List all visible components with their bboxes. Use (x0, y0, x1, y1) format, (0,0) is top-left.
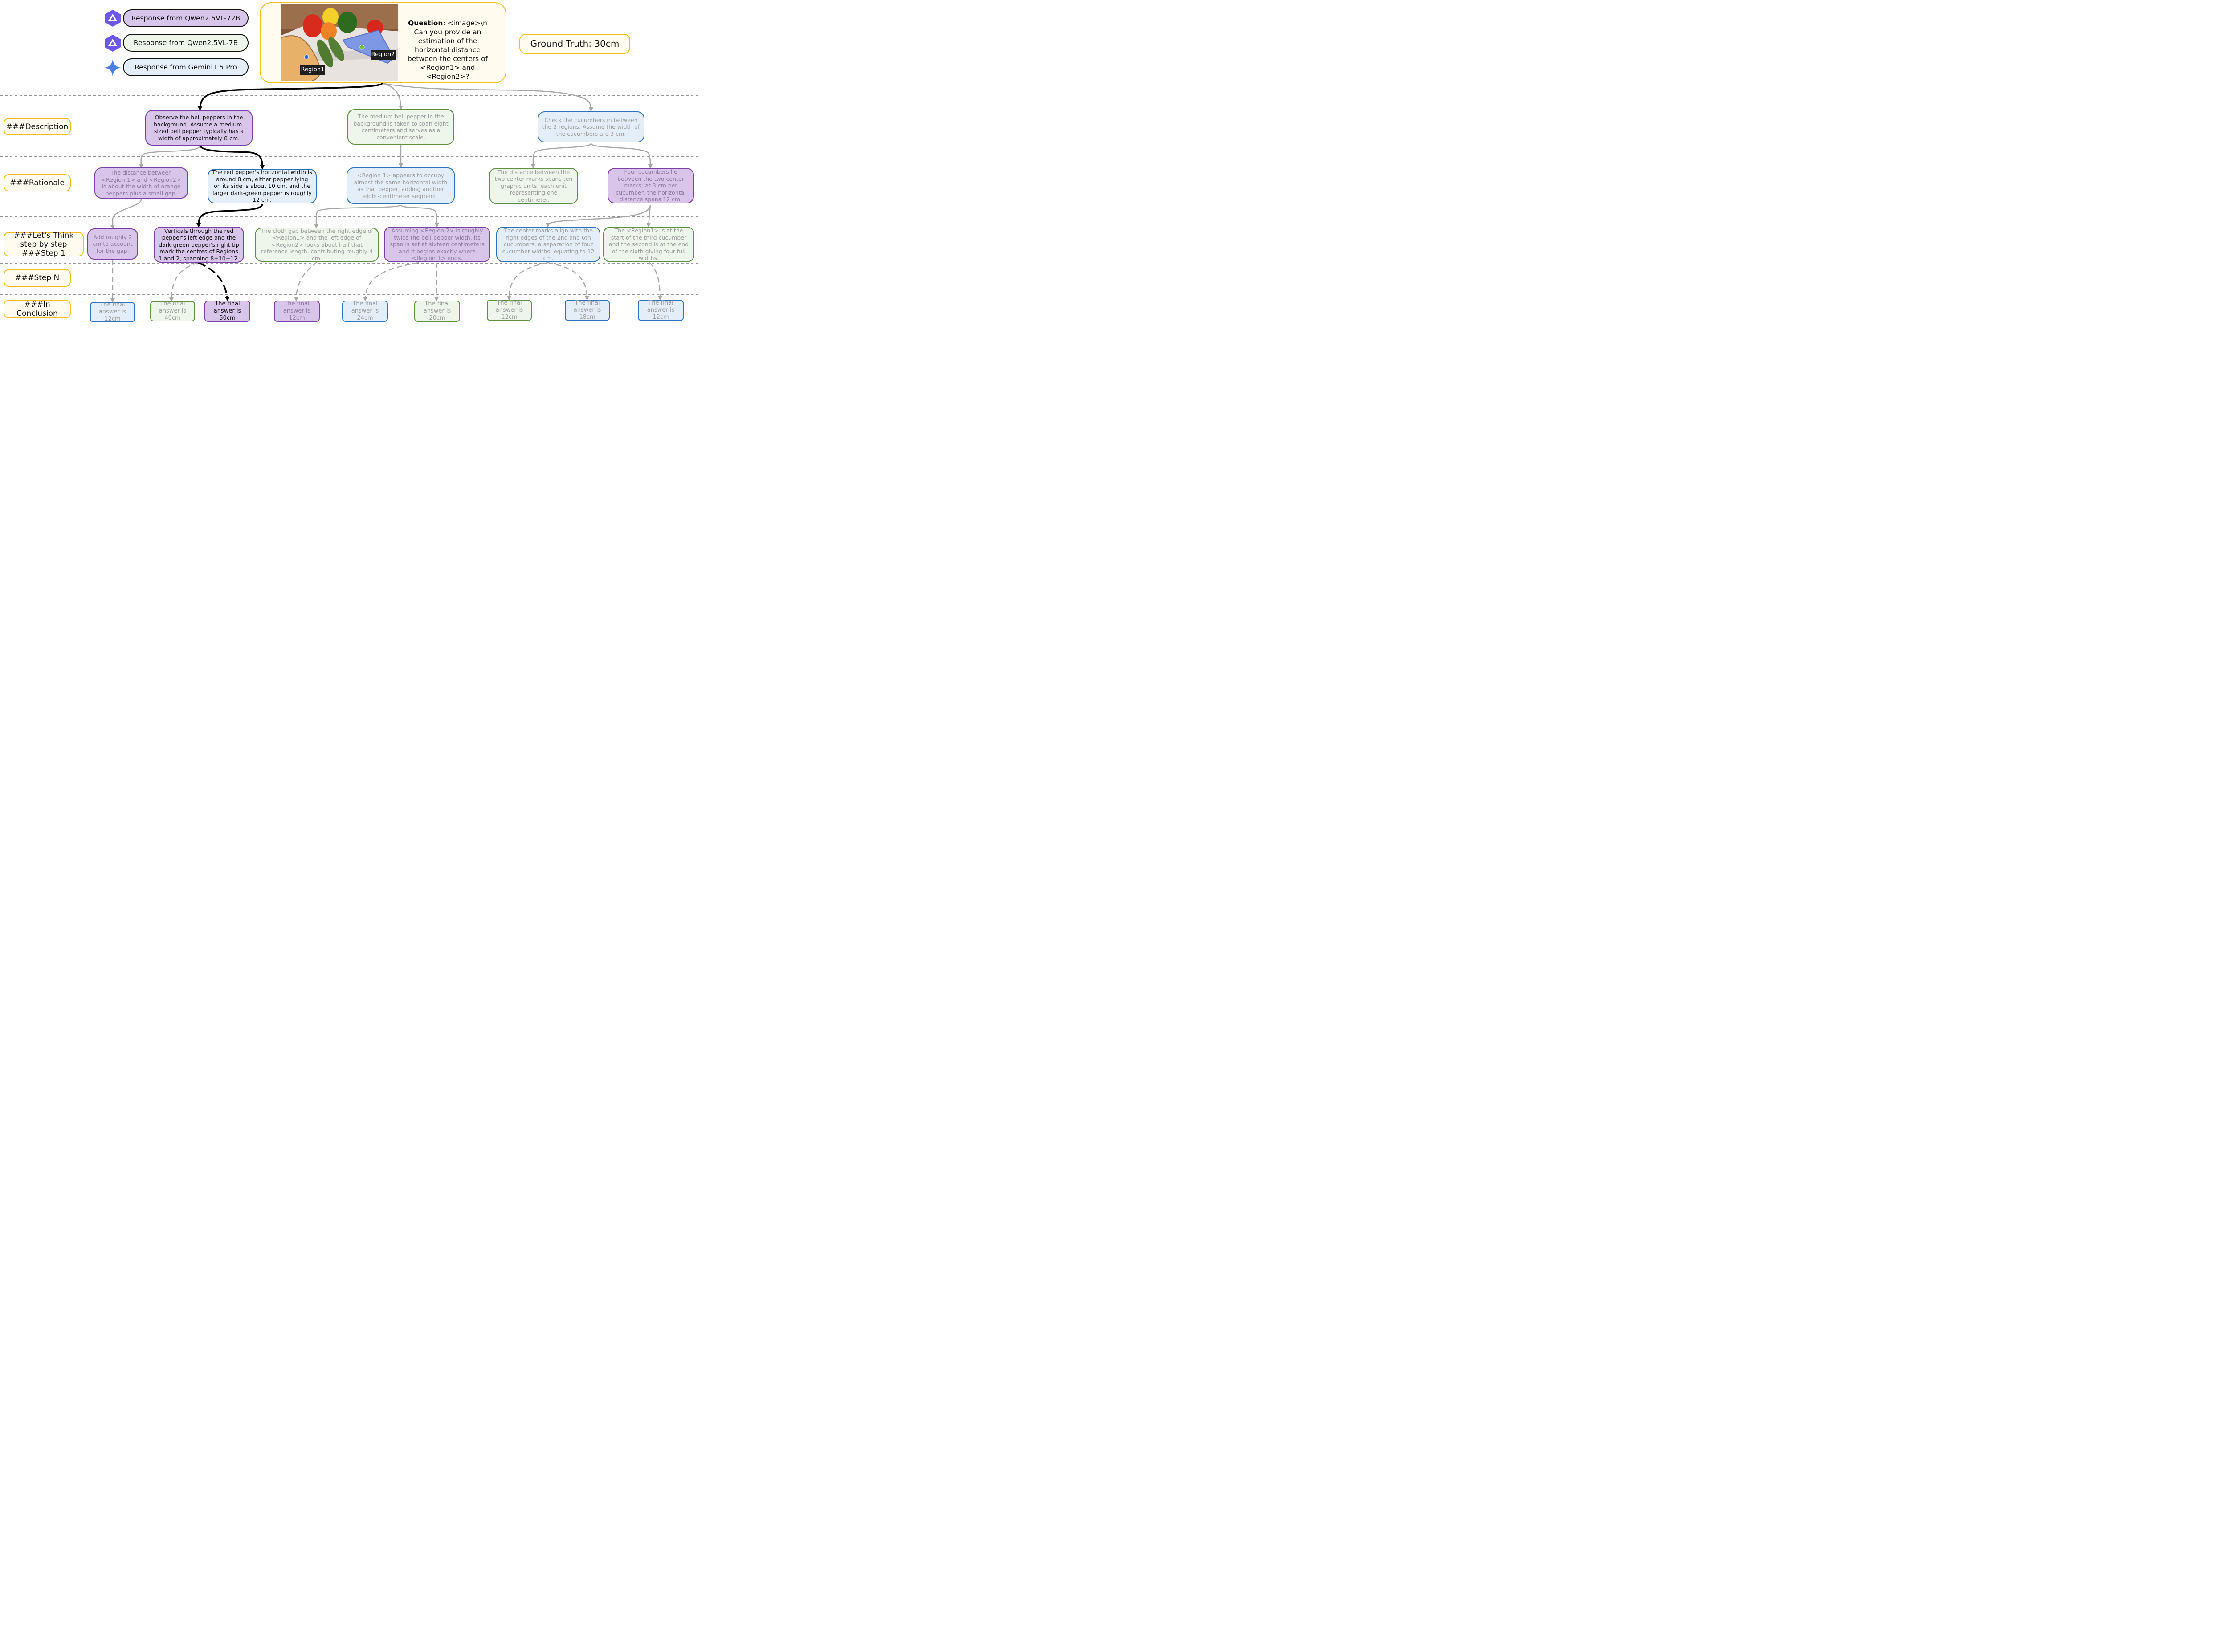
edge-step1-purple2-to-conc-blue (363, 262, 419, 301)
edge-rat-purple-to-step1-green (646, 204, 651, 228)
conclusion-node: The final answer is 12cm (274, 301, 320, 322)
vegetables-image (281, 4, 398, 81)
conclusion-node: The final answer is 12cm (90, 301, 135, 322)
conclusion-node: The final answer is 24cm (342, 301, 388, 322)
question-body: : <image>\n Can you provide an estimatio… (407, 19, 488, 81)
step1-node-purple-highlight: Verticals through the red pepper's left … (154, 227, 244, 263)
step1-node-purple-left: Add roughly 2 cm to account for the gap. (87, 228, 138, 260)
gray-dashed-paths (110, 260, 662, 303)
edge-rat-blue-to-step1 (196, 203, 263, 228)
edge-desc-purple-to-rat-blue (200, 145, 265, 170)
step1-node-green-right: The <Region1> is at the start of the thi… (603, 227, 694, 262)
conclusion-node-correct: The final answer is 30cm (204, 301, 250, 322)
region2-label: Region2 (371, 51, 395, 58)
edge-rat-mid-to-step1-purple (400, 204, 439, 228)
edge-desc-blue-to-rat-purple (590, 143, 653, 169)
step1-node-blue-right: The center marks align with the right ed… (496, 227, 600, 262)
edge-q-to-desc-green (383, 83, 403, 110)
rat-node-purple-left: The distance between <Region 1> and <Reg… (94, 167, 188, 199)
legend-item-gemini: Response from Gemini1.5 Pro (123, 58, 249, 76)
row-label-description: ###Description (4, 118, 71, 135)
desc-node-qwen72b: Observe the bell peppers in the backgrou… (145, 110, 253, 146)
edge-desc-blue-to-rat-green (530, 143, 592, 169)
rat-node-blue-mid: <Region 1> appears to occupy almost the … (347, 167, 455, 204)
edge-step1-blue-to-conc-green (507, 262, 548, 301)
qwen-logo-icon (105, 35, 121, 52)
edge-rat-mid-to-step1-green (314, 204, 402, 228)
legend-item-qwen7b: Response from Qwen2.5VL-7B (123, 34, 249, 52)
row-label-rationale: ###Rationale (4, 174, 71, 191)
rat-node-green-right: The distance between the two center mark… (489, 168, 578, 204)
desc-node-gemini: Check the cucumbers in between the 2 reg… (538, 111, 644, 142)
edge-rat-left-to-step1 (110, 199, 142, 229)
rat-node-blue-highlight: The red pepper's horizontal width is aro… (208, 169, 317, 203)
conclusion-node: The final answer is 20cm (414, 301, 460, 322)
gemini-star-icon (104, 59, 121, 76)
qwen-logo-icon (105, 10, 121, 27)
edge-rat-purple-to-step1-blue (546, 204, 651, 228)
conclusion-node: The final answer is 12cm (638, 300, 684, 321)
edge-q-to-desc-purple (198, 82, 383, 111)
row-label-conclusion: ###In Conclusion (4, 300, 71, 318)
step1-node-purple-mid: Assuming <Region 2> is roughly twice the… (384, 227, 490, 262)
question-text: Question: <image>\n Can you provide an e… (401, 19, 494, 81)
rat-node-purple-right: Four cucumbers lie between the two cente… (608, 168, 694, 203)
connector-layer (0, 82, 698, 303)
row-label-stepn: ###Step N (4, 269, 71, 287)
highlighted-path (196, 82, 383, 228)
legend-item-qwen72b: Response from Qwen2.5VL-72B (123, 9, 249, 27)
edge-desc-purple-to-rat-left (139, 146, 200, 168)
ground-truth-box: Ground Truth: 30cm (519, 34, 630, 54)
edge-step1-green-to-conc (294, 261, 318, 301)
edge-step1-green2-to-conc (649, 262, 662, 301)
edge-step1-blue-to-conc-blue (547, 262, 589, 301)
region1-label: Region1 (301, 66, 325, 73)
row-label-step1: ###Let's Think step by step ###Step 1 (4, 231, 84, 258)
conclusion-node: The final answer is 12cm (487, 300, 532, 321)
edge-step1-to-conc-correct (198, 262, 230, 301)
step1-node-green-mid: The cloth gap between the right edge of … (255, 228, 379, 262)
gray-paths (110, 83, 653, 229)
conclusion-node: The final answer is 40cm (150, 301, 195, 321)
edge-step1-purple-to-conc-green (169, 262, 199, 302)
row-separators (0, 95, 698, 295)
desc-node-qwen7b: The medium bell pepper in the background… (347, 109, 454, 145)
question-bold-label: Question (408, 19, 443, 27)
conclusion-node: The final answer is 18cm (565, 300, 610, 321)
edge-q-to-desc-blue (383, 83, 593, 112)
